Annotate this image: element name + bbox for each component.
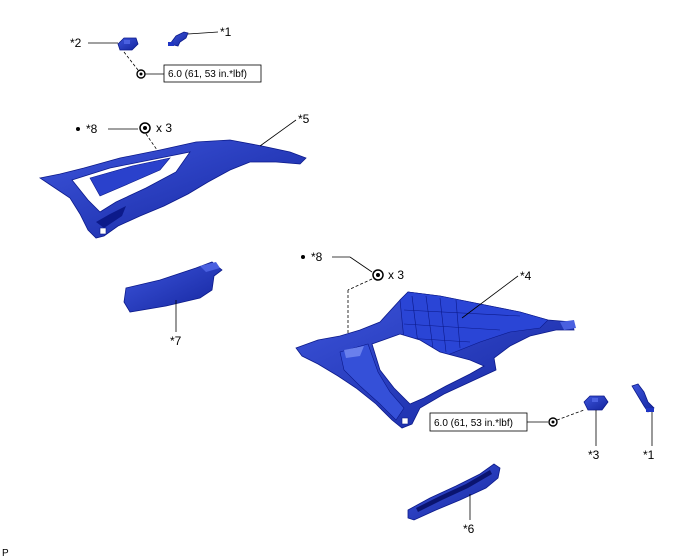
clip-8-bottom-icon [372,269,384,281]
part-3-bracket [583,395,609,411]
panel-grid [403,295,521,361]
bullet-8-bottom [301,255,305,259]
dashed-2-to-bolt [123,51,139,71]
label-4: *4 [520,269,532,283]
dashed-8-bottom-a [347,278,373,291]
corner-mark: P [2,548,9,559]
part-6-scuff-strip [407,463,501,521]
torque-bottom-text: 6.0 (61, 53 in.*lbf) [434,418,513,429]
part-5-pillar-garnish [38,139,307,239]
label-2: *2 [70,36,82,50]
label-5: *5 [298,112,310,126]
clip-8-top-icon [139,122,151,134]
label-1-bottom: *1 [643,448,655,462]
label-8-bottom: *8 [311,250,323,264]
part-4-quarter-panel [295,291,576,429]
bolt-top-icon [136,69,146,79]
label-6: *6 [463,522,475,536]
leader-1-top [187,31,219,35]
leader-5 [259,119,297,147]
torque-box-top [163,64,262,83]
part-1-bottom-clip [631,383,655,413]
torque-top-text: 6.0 (61, 53 in.*lbf) [168,69,247,80]
part-2-bracket [117,37,139,51]
dashed-bolt-to-3 [556,409,585,421]
leader-8-bottom-b [349,256,373,273]
qty-top: x 3 [156,121,172,135]
label-3: *3 [588,448,600,462]
part-1-top-clip [168,31,189,47]
label-1-top: *1 [220,25,232,39]
bolt-bottom-icon [548,417,558,427]
leader-4 [461,275,519,319]
label-8-top: *8 [86,122,98,136]
part-7-lower-trim [123,261,223,313]
bullet-8-top [76,127,80,131]
label-7: *7 [170,334,182,348]
qty-bottom: x 3 [388,268,404,282]
